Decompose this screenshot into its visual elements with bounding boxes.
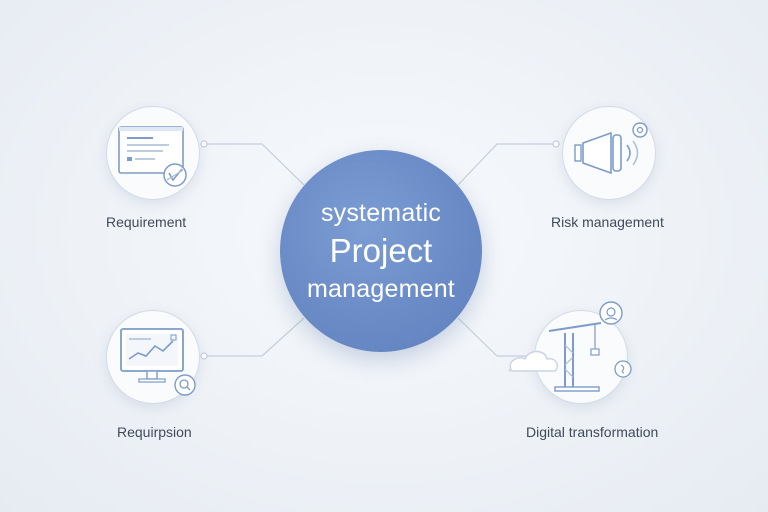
connector-top-left (204, 143, 305, 186)
node-requirpsion (106, 310, 200, 404)
connector-bottom-right (457, 317, 533, 357)
megaphone-speaker-icon (574, 122, 648, 175)
cloud-crane-icon (508, 301, 632, 392)
document-checklist-icon (118, 126, 187, 187)
node-label-requirpsion: Requirpsion (117, 424, 192, 440)
center-title-line1: systematic (320, 199, 442, 227)
connector-top-right (457, 143, 556, 186)
connector-dot (200, 140, 208, 148)
node-label-digital-transformation: Digital transformation (526, 424, 659, 440)
node-label-requirement: Requirement (106, 214, 187, 230)
node-label-risk-management: Risk management (551, 214, 664, 230)
connector-bottom-left (204, 317, 305, 357)
node-digital-transformation (508, 301, 632, 404)
connector-dot (200, 352, 208, 360)
node-risk-management (562, 106, 656, 200)
node-requirement (106, 106, 200, 200)
center-title-line3: management (307, 275, 455, 303)
connector-dot (552, 140, 560, 148)
central-hub-circle: systematic Project management (280, 150, 482, 352)
center-title-line2: Project (329, 232, 433, 269)
monitor-chart-icon (120, 328, 196, 396)
